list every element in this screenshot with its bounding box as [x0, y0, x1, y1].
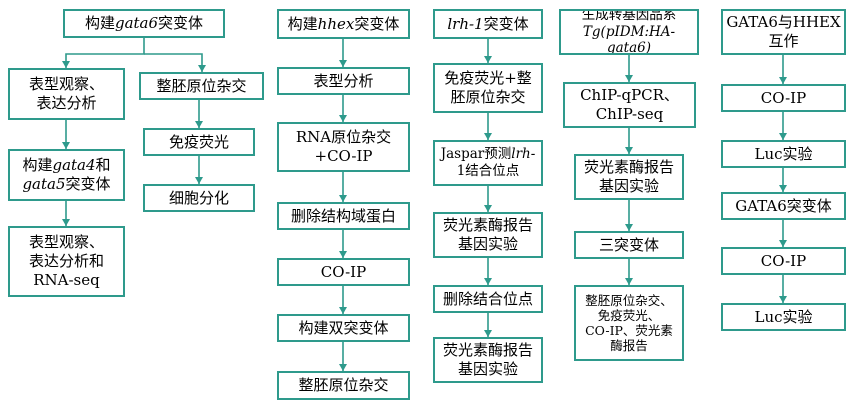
box-double-mutant: 构建双突变体 — [277, 314, 410, 342]
arrowhead-7 — [339, 60, 347, 67]
arrowhead-15 — [484, 205, 492, 212]
arrowhead-1 — [62, 61, 70, 68]
box-gata6-mutant-2: GATA6突变体 — [721, 192, 846, 220]
box-coip-1: CO-IP — [277, 258, 410, 286]
arrowhead-14 — [484, 133, 492, 140]
arrowhead-3 — [62, 142, 70, 149]
box-binding-site-deletion: 删除结合位点 — [433, 285, 543, 313]
arrowhead-18 — [625, 75, 633, 82]
box-lrh1-mutant: lrh-1突变体 — [433, 9, 543, 39]
box-luciferase-1: 荧光素酶报告基因实验 — [433, 212, 543, 258]
box-triple-mutant: 三突变体 — [574, 231, 684, 259]
arrowhead-20 — [625, 224, 633, 231]
box-luciferase-2: 荧光素酶报告基因实验 — [433, 337, 543, 383]
arrowhead-10 — [339, 251, 347, 258]
arrowhead-23 — [779, 133, 787, 140]
box-hhex-mutant: 构建hhex突变体 — [277, 9, 410, 39]
box-chip-qpcr-seq: ChIP-qPCR、ChIP-seq — [563, 82, 696, 128]
arrowhead-2 — [198, 65, 206, 72]
box-luc-2: Luc实验 — [721, 303, 846, 331]
arrowhead-13 — [484, 56, 492, 63]
box-coip-3: CO-IP — [721, 247, 846, 275]
box-ish-if-coip-luc: 整胚原位杂交、免疫荧光、CO-IP、荧光素酶报告 — [574, 285, 684, 361]
arrowhead-12 — [339, 364, 347, 371]
box-jaspar-prediction: Jaspar预测lrh-1结合位点 — [433, 140, 543, 186]
arrowhead-21 — [625, 278, 633, 285]
box-coip-2: CO-IP — [721, 84, 846, 112]
arrowhead-6 — [195, 177, 203, 184]
arrowhead-24 — [779, 185, 787, 192]
connector-2 — [144, 53, 203, 72]
arrowhead-22 — [779, 77, 787, 84]
arrowhead-25 — [779, 240, 787, 247]
box-immunofluorescence-1: 免疫荧光 — [143, 128, 255, 156]
box-whole-mount-ish-1: 整胚原位杂交 — [139, 72, 264, 100]
arrowhead-9 — [339, 195, 347, 202]
box-rna-ish-coip: RNA原位杂交+CO-IP — [277, 122, 410, 172]
arrowhead-5 — [195, 121, 203, 128]
box-phenotype-analysis: 表型分析 — [277, 67, 410, 95]
box-cell-differentiation: 细胞分化 — [143, 184, 255, 212]
box-if-ish: 免疫荧光+整胚原位杂交 — [433, 63, 543, 113]
arrowhead-19 — [625, 147, 633, 154]
box-gata6-mutant: 构建gata6突变体 — [63, 9, 225, 38]
connector-1 — [65, 38, 145, 68]
box-whole-mount-ish-2: 整胚原位杂交 — [277, 371, 410, 400]
arrowhead-17 — [484, 330, 492, 337]
arrowhead-26 — [779, 296, 787, 303]
box-domain-deletion: 删除结构域蛋白 — [277, 202, 410, 230]
arrowhead-4 — [62, 219, 70, 226]
arrowhead-11 — [339, 307, 347, 314]
box-luciferase-3: 荧光素酶报告基因实验 — [574, 154, 684, 200]
arrowhead-8 — [339, 115, 347, 122]
box-luc-1: Luc实验 — [721, 140, 846, 168]
arrowhead-16 — [484, 278, 492, 285]
box-gata6-phenotype-expression: 表型观察、表达分析 — [8, 68, 125, 120]
